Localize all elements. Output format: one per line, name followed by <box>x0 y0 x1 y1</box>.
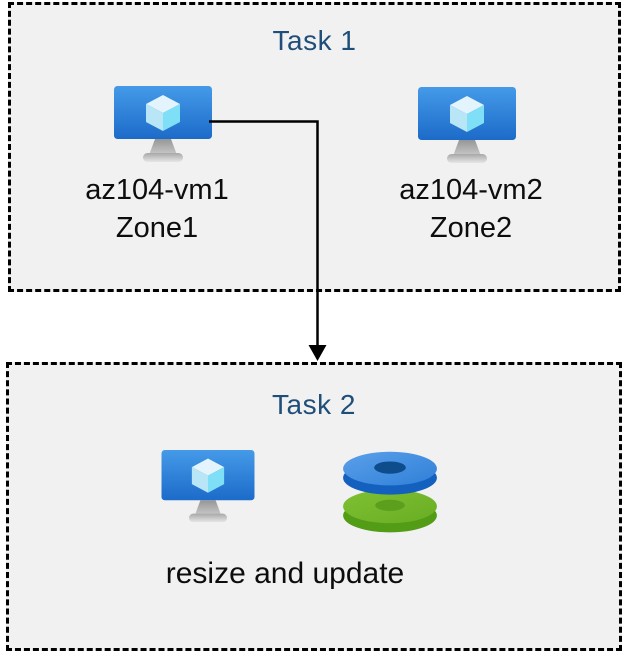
vm2-name: az104-vm2 <box>399 174 543 206</box>
task2-caption: resize and update <box>165 557 405 590</box>
vm2-zone: Zone2 <box>429 212 513 244</box>
task2-box: Task 2 <box>6 362 622 651</box>
vm1-name: az104-vm1 <box>85 174 229 206</box>
vm1-zone: Zone1 <box>115 212 199 244</box>
vm1-label: az104-vm1 Zone1 <box>47 171 267 247</box>
managed-disks-icon <box>339 444 441 534</box>
task1-title: Task 1 <box>272 25 357 56</box>
task1-box: Task 1 az104-vm1 Zone1 <box>8 2 621 292</box>
arrowhead-icon <box>308 345 327 361</box>
vm2-label: az104-vm2 Zone2 <box>361 171 581 247</box>
virtual-machine-icon <box>113 86 213 164</box>
task2-title: Task 2 <box>272 389 356 420</box>
virtual-machine-icon <box>160 450 256 524</box>
virtual-machine-icon <box>416 87 518 165</box>
